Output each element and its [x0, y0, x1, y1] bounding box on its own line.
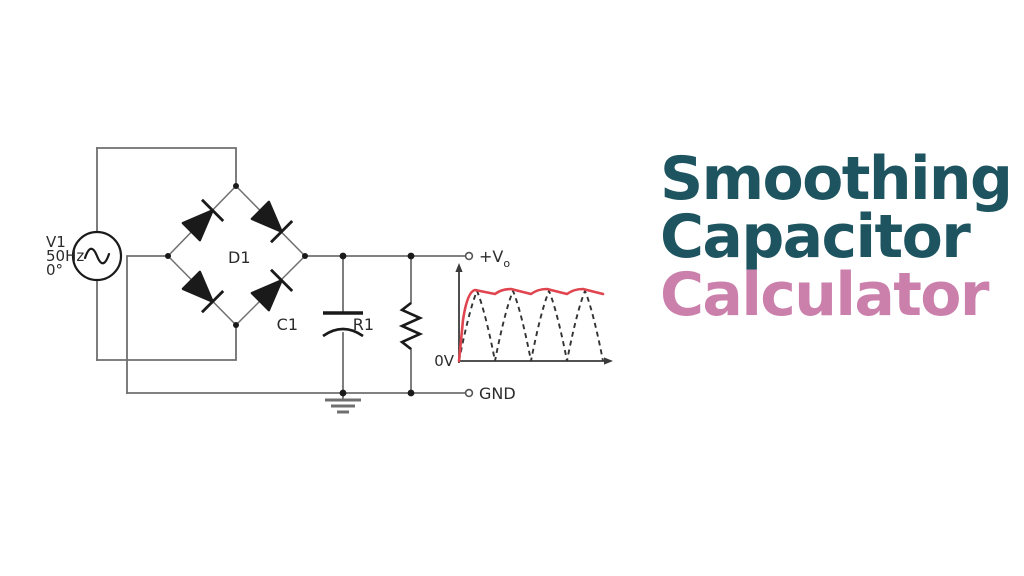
node-bridge-bottom [233, 322, 239, 328]
diode-upper-left [181, 198, 225, 242]
node-bridge-right [302, 253, 308, 259]
schematic-labels: V1 50Hz 0° D1 C1 R1 +Vo GND 0V [46, 233, 516, 403]
node-res-top [407, 252, 415, 260]
waveform-x-arrowhead [604, 357, 613, 365]
waveform-axes [455, 263, 613, 365]
resistor-symbol [398, 301, 424, 351]
capacitor-plate-curved [322, 327, 364, 338]
source-label-name: V1 [46, 233, 66, 251]
wire-top-to-bridge [96, 147, 237, 187]
poster-title-block: Smoothing Capacitor Calculator [660, 144, 1013, 331]
terminal-vout-label-main: +V [479, 247, 503, 266]
earth-ground-symbol [325, 398, 361, 414]
diode-cathode-bar [270, 220, 294, 244]
waveform-rectified-sine [458, 288, 604, 362]
ac-source-symbol [71, 230, 123, 282]
diode-upper-right [250, 200, 294, 244]
junction-dots [165, 183, 415, 397]
waveform-smoothed-ripple [457, 287, 605, 363]
diode-cathode-bar [201, 290, 225, 314]
title-line-calculator: Calculator [660, 260, 990, 331]
terminal-gnd-circle [464, 388, 474, 398]
node-res-bottom [407, 389, 415, 397]
diode-lower-right [250, 268, 294, 312]
ac-source-sine-glyph [83, 247, 111, 265]
bridge-label: D1 [228, 248, 251, 267]
node-cap-top [339, 252, 347, 260]
capacitor-label: C1 [277, 315, 298, 334]
diode-cathode-bar [270, 268, 294, 292]
source-label-phase: 0° [46, 261, 63, 279]
node-bridge-left [165, 253, 171, 259]
node-cap-bottom [339, 389, 347, 397]
title-line-smoothing: Smoothing [660, 144, 1013, 214]
waveform-zero-label: 0V [434, 352, 455, 370]
capacitor-symbol [322, 311, 364, 338]
resistor-label: R1 [353, 315, 374, 334]
diode-triangle [250, 279, 283, 312]
terminal-vout-label: +Vo [479, 247, 510, 270]
diode-triangle [181, 270, 214, 303]
diode-lower-left [181, 270, 225, 314]
wire-bridge-left-node [126, 255, 169, 394]
terminal-gnd-label: GND [479, 384, 516, 403]
terminal-vout-label-subscript: o [503, 257, 510, 270]
waveform-inset [455, 263, 613, 365]
diode-cathode-bar [201, 198, 225, 222]
circuit-diagram-panel: V1 50Hz 0° D1 C1 R1 +Vo GND 0V [46, 147, 613, 414]
diode-triangle [181, 209, 214, 242]
terminal-vout-circle [464, 251, 474, 261]
diode-triangle [250, 200, 283, 233]
wire-bottom-loop [96, 324, 237, 361]
node-bridge-top [233, 183, 239, 189]
source-label-frequency: 50Hz [46, 247, 84, 265]
title-line-capacitor: Capacitor [660, 202, 971, 273]
circuit-wires [96, 147, 467, 401]
resistor-zigzag [398, 301, 424, 351]
waveform-y-arrowhead [455, 263, 463, 272]
circuit-schematic-svg: V1 50Hz 0° D1 C1 R1 +Vo GND 0V [46, 147, 613, 414]
output-terminals [464, 251, 474, 398]
